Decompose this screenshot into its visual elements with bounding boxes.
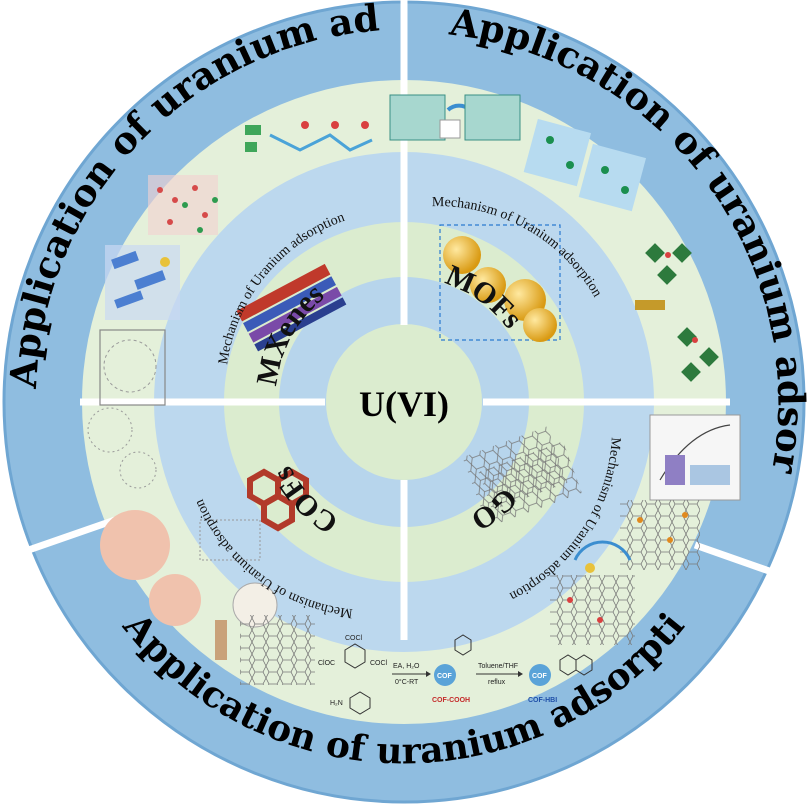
go-molecular-thumbnail [550, 500, 700, 645]
cof-synthesis-scheme: COCl ClOC COCl H₂N EA, H₂O 0°C-RT COF CO… [318, 634, 593, 715]
divider-outer-left [0, 516, 117, 564]
conditions-2: Toluene/THF [478, 663, 518, 670]
go-sheet-illustration [462, 426, 582, 524]
cof-particle-thumbnail [100, 510, 315, 685]
quadrant-dividers [0, 0, 809, 640]
cof-tag-1: COF [437, 673, 453, 680]
mxene-structure-thumbnail [87, 175, 218, 489]
conditions-1b: 0°C-RT [395, 678, 419, 686]
conditions-1: EA, H₂O [393, 663, 420, 670]
conditions-2b: reflux [488, 679, 506, 686]
center-core [326, 324, 482, 480]
cof-adsorption-thumbnail [245, 94, 521, 152]
mof-uranium-thumbnail [523, 118, 647, 212]
amine-label: H₂N [330, 700, 343, 707]
divider-outer-right [693, 541, 809, 589]
center-label: U(VI) [359, 384, 449, 424]
reagent-top: COCl [345, 635, 363, 642]
mxene-layer-illustration [236, 263, 347, 352]
cof-pore-illustration [247, 468, 309, 532]
mof-cage-illustration [439, 224, 561, 342]
product-1: COF-COOH [432, 697, 470, 704]
cof-tag-2: COF [532, 673, 548, 680]
reagent-right: COCl [370, 660, 388, 667]
material-illustrations [236, 224, 582, 532]
go-plot-thumbnail [649, 414, 741, 501]
product-2: COF-HBI [528, 697, 557, 704]
reagent-left: ClOC [318, 660, 335, 667]
